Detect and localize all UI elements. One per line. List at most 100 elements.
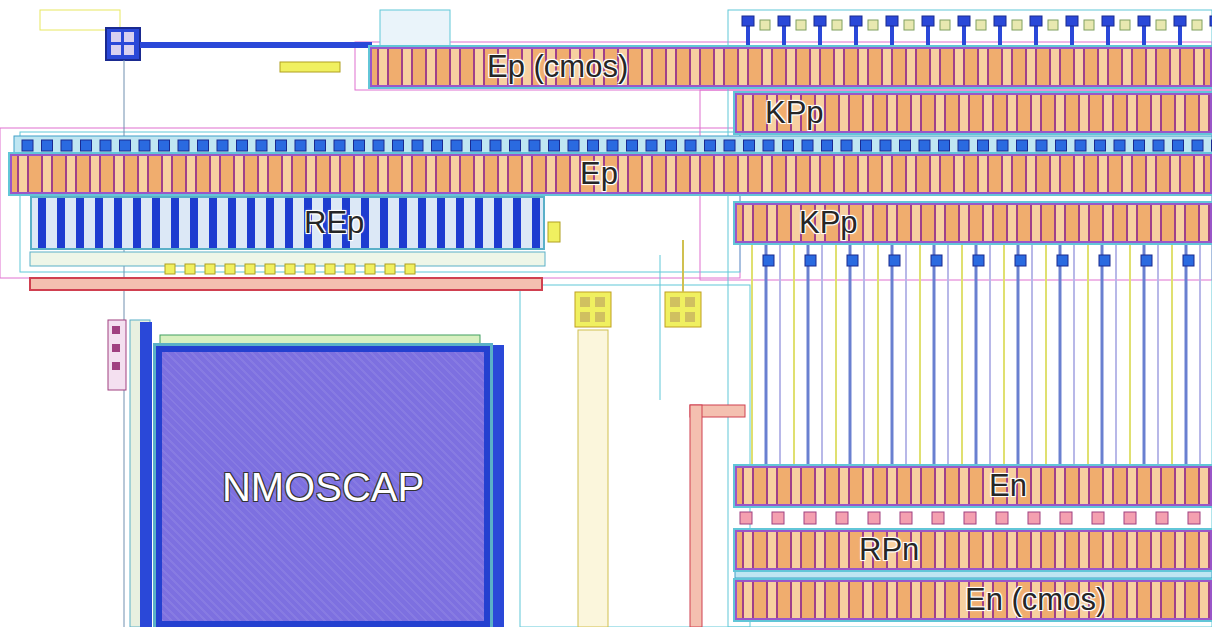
device-label: KPp: [765, 96, 824, 130]
layout-shape: [1015, 255, 1026, 266]
layout-wire: [1087, 240, 1089, 467]
layout-shape: [237, 140, 248, 151]
layout-shape: [705, 140, 716, 151]
layout-shape: [185, 264, 195, 274]
layout-wire: [933, 240, 936, 467]
layout-wire: [1059, 240, 1062, 467]
layout-shape: [919, 140, 930, 151]
layout-wire: [1171, 240, 1173, 467]
layout-shape: [139, 140, 150, 151]
layout-shape: [973, 255, 984, 266]
layout-wire: [1031, 240, 1033, 467]
layout-shape: [666, 140, 677, 151]
layout-shape: [994, 16, 1006, 26]
layout-shape: [724, 140, 735, 151]
layout-shape: [814, 16, 826, 26]
layout-shape: [997, 140, 1008, 151]
layout-wire: [877, 240, 879, 467]
layout-shape: [1048, 20, 1058, 30]
layout-shape: [783, 140, 794, 151]
layout-shape: [1141, 255, 1152, 266]
layout-wire: [919, 240, 921, 467]
layout-wire: [1045, 240, 1047, 467]
layout-shape: [763, 255, 774, 266]
layout-shape: [61, 140, 72, 151]
layout-shape: [549, 140, 560, 151]
layout-shape: [315, 140, 326, 151]
layout-shape: [1134, 140, 1145, 151]
layout-shape: [334, 140, 345, 151]
layout-shape: [932, 512, 944, 524]
device-row: Ep: [10, 154, 1212, 194]
layout-wire: [779, 240, 781, 467]
layout-shape: [958, 140, 969, 151]
layout-shape: [900, 512, 912, 524]
layout-wire: [891, 240, 894, 467]
layout-shape: [868, 20, 878, 30]
layout-shape: [1153, 140, 1164, 151]
device-label: En: [989, 469, 1027, 503]
layout-shape: [1092, 512, 1104, 524]
layout-wire: [807, 240, 810, 467]
layout-shape: [868, 512, 880, 524]
layout-shape: [1102, 16, 1114, 26]
layout-shape: [100, 140, 111, 151]
device-label: Ep: [580, 157, 618, 191]
layout-shape: [685, 140, 696, 151]
layout-shape: [1012, 20, 1022, 30]
layout-wire: [1003, 240, 1005, 467]
layout-shape: [802, 140, 813, 151]
layout-shape: [1099, 255, 1110, 266]
layout-shape: [405, 264, 415, 274]
layout-shape: [607, 140, 618, 151]
layout-shape: [978, 140, 989, 151]
layout-shape: [832, 20, 842, 30]
device-label: En (cmos): [965, 583, 1106, 617]
layout-shape: [1173, 140, 1184, 151]
layout-shape: [904, 20, 914, 30]
layout-shape: [22, 140, 33, 151]
layout-shape: [841, 140, 852, 151]
layout-shape: [225, 264, 235, 274]
layout-shape: [1192, 140, 1203, 151]
layout-wire: [751, 240, 753, 467]
layout-shape: [940, 20, 950, 30]
layout-shape: [245, 264, 255, 274]
capacitor-block: NMOSCAP: [156, 346, 490, 627]
device-label: NMOSCAP: [222, 465, 424, 509]
layout-shape: [373, 140, 384, 151]
layout-shape: [1156, 20, 1166, 30]
layout-shape: [958, 16, 970, 26]
layout-shape: [861, 140, 872, 151]
layout-shape: [432, 140, 443, 151]
layout-shape: [198, 140, 209, 151]
layout-shape: [205, 264, 215, 274]
layout-shape: [178, 140, 189, 151]
layout-shape: [1017, 140, 1028, 151]
device-row: RPn: [735, 530, 1212, 570]
layout-shape: [1124, 512, 1136, 524]
layout-shape: [763, 140, 774, 151]
layout-shape: [931, 255, 942, 266]
layout-shape: [850, 16, 862, 26]
layout-shape: [276, 140, 287, 151]
layout-shape: [1183, 255, 1194, 266]
layout-shape: [165, 264, 175, 274]
layout-wire: [1101, 240, 1104, 467]
layout-shape: [451, 140, 462, 151]
layout-wire: [863, 240, 865, 467]
layout-wire: [961, 240, 963, 467]
layout-shape: [886, 16, 898, 26]
layout-wire: [1185, 240, 1188, 467]
layout-shape: [778, 16, 790, 26]
device-row: REp: [30, 196, 545, 250]
device-row: En (cmos): [735, 580, 1212, 620]
layout-shape: [804, 512, 816, 524]
layout-shape: [1114, 140, 1125, 151]
layout-shape: [159, 140, 170, 151]
layout-shape: [1056, 140, 1067, 151]
layout-wire: [975, 240, 978, 467]
layout-wire: [1017, 240, 1020, 467]
layout-shape: [1138, 16, 1150, 26]
layout-wire: [1199, 240, 1201, 467]
